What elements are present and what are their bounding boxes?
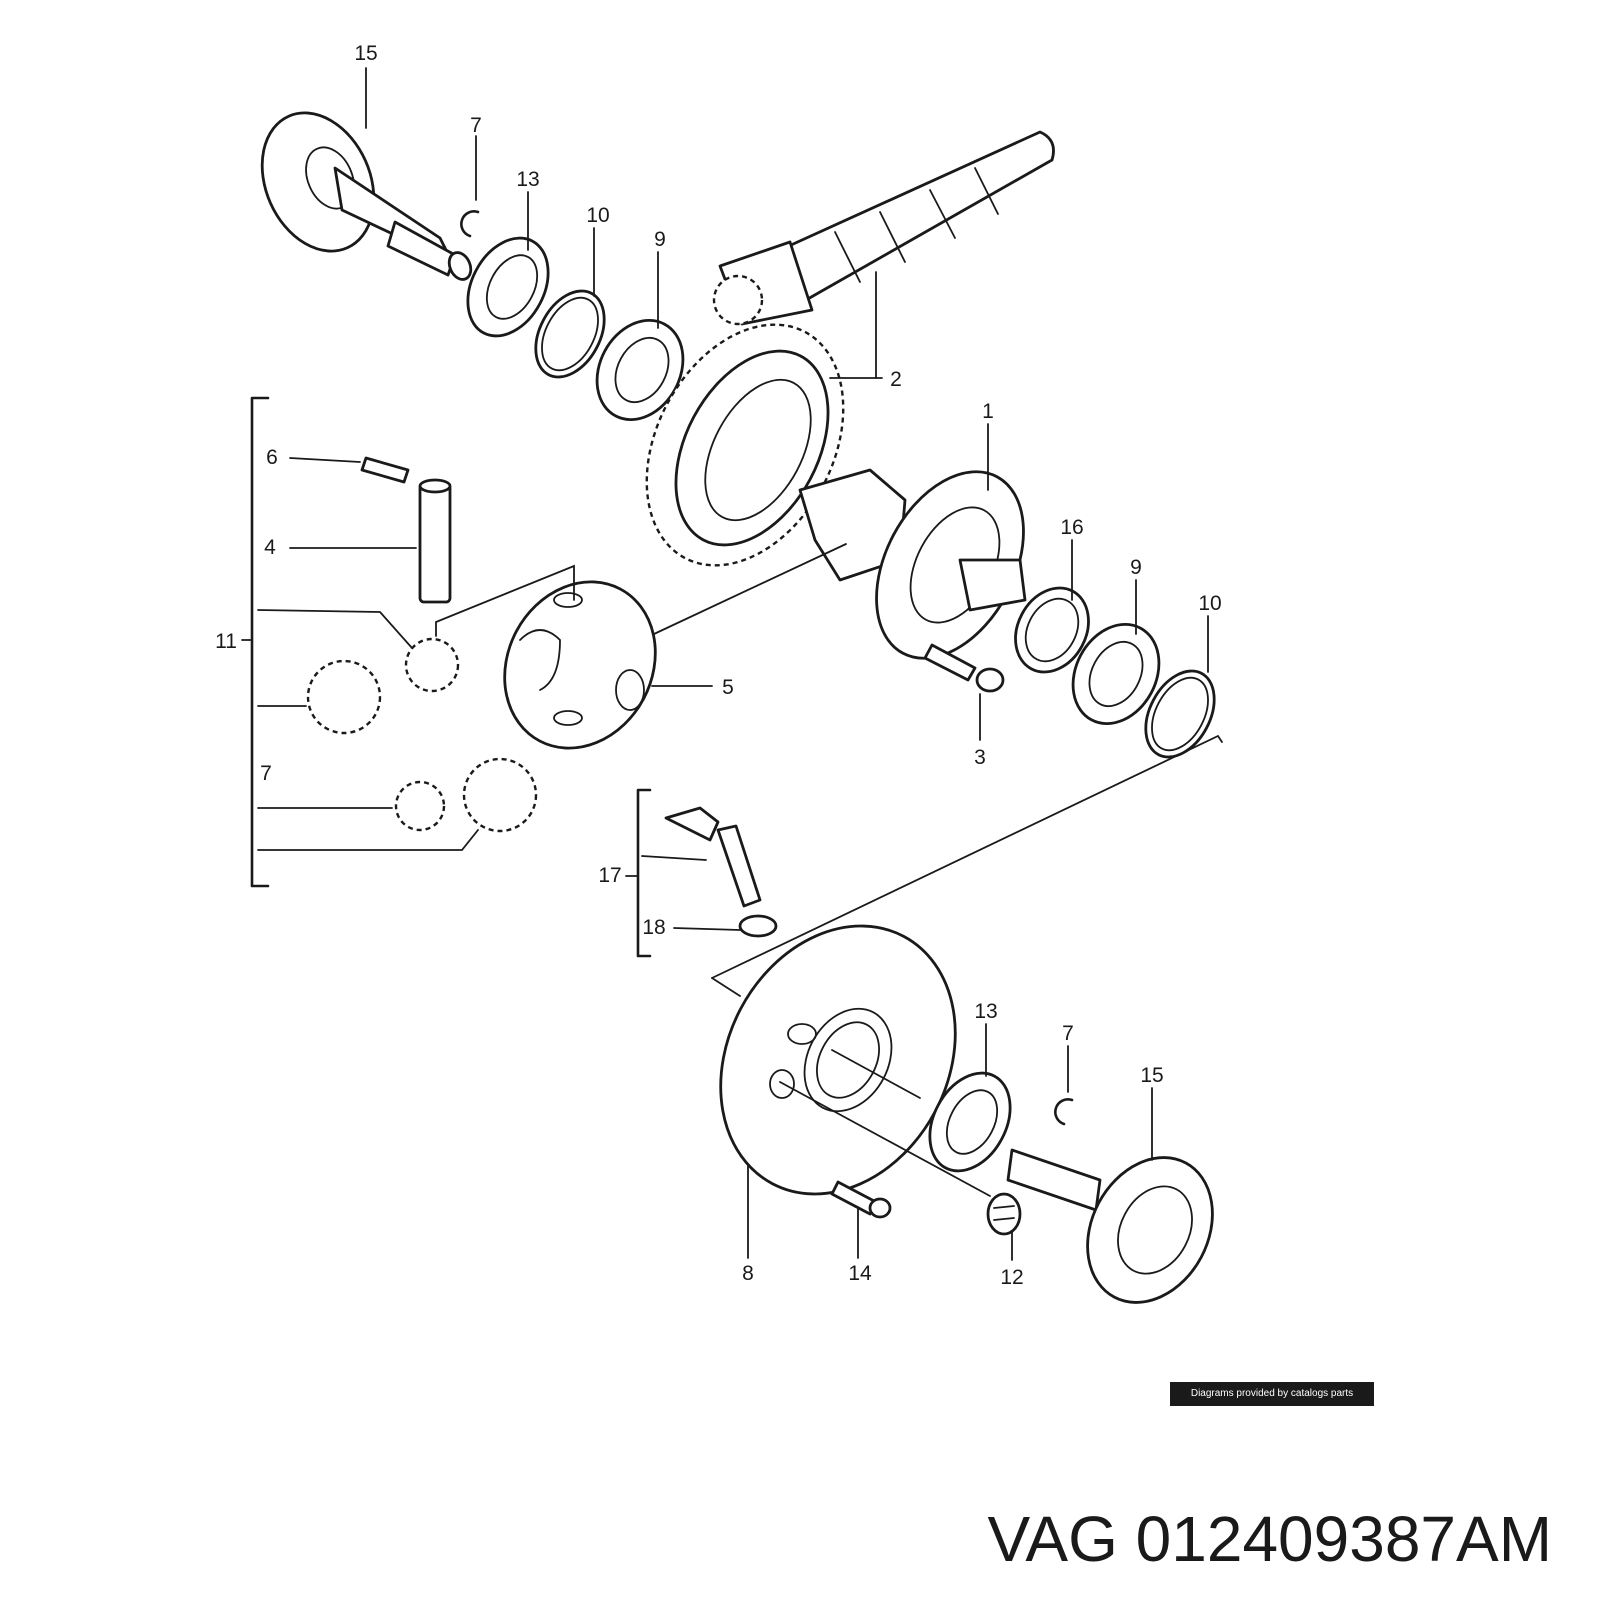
bevel-gear-small-a [404, 637, 460, 693]
shim-ring-right [1144, 669, 1216, 759]
callout-1: 1 [982, 400, 994, 423]
flange-shaft-top [260, 111, 473, 281]
bolt-14 [830, 1180, 892, 1219]
bearing-top [595, 318, 685, 422]
pinion-shaft [712, 130, 1055, 326]
diagram-source-watermark: Diagrams provided by catalogs parts [1170, 1382, 1374, 1406]
callout-7-bottom: 7 [1062, 1022, 1074, 1045]
pin-6 [360, 456, 410, 484]
callout-18: 18 [642, 916, 665, 939]
callout-13-top: 13 [516, 168, 539, 191]
callout-13-bottom: 13 [974, 1000, 997, 1023]
callout-16: 16 [1060, 516, 1083, 539]
ring-16 [1014, 586, 1090, 674]
callout-14: 14 [848, 1262, 872, 1285]
callout-10-top: 10 [586, 204, 609, 227]
callout-5: 5 [722, 676, 734, 699]
bracket-11 [241, 396, 270, 888]
callout-10-right: 10 [1198, 592, 1221, 615]
side-gear-a [306, 659, 382, 735]
callout-9-right: 9 [1130, 556, 1142, 579]
callout-6: 6 [266, 446, 278, 469]
side-gear-b [462, 757, 538, 833]
callout-4: 4 [264, 536, 276, 559]
flange-shaft-bottom [1006, 1148, 1214, 1304]
callout-labels: 15 7 13 10 9 2 1 16 9 10 6 4 11 5 7 3 17… [215, 42, 1222, 1289]
callout-2: 2 [890, 368, 902, 391]
circlip-top [460, 210, 480, 238]
callout-7-top: 7 [470, 114, 482, 137]
speed-sender-17 [664, 806, 762, 908]
leader-lines [257, 67, 1223, 1261]
callout-3: 3 [974, 746, 986, 769]
callout-12: 12 [1000, 1266, 1023, 1289]
callout-17: 17 [598, 864, 621, 887]
part-number-title: VAG 012409387AM [987, 1503, 1552, 1575]
seal-bottom [928, 1071, 1012, 1173]
shim-ring-top [534, 289, 606, 379]
bevel-gear-small-b [394, 780, 446, 832]
bracket-17 [625, 788, 652, 958]
callout-9-top: 9 [654, 228, 666, 251]
seal-top [466, 236, 550, 338]
differential-cage-5 [503, 580, 657, 750]
o-ring-18 [738, 914, 778, 938]
callout-7-left: 7 [260, 762, 272, 785]
circlip-bottom [1054, 1098, 1074, 1126]
callout-15-top: 15 [354, 42, 377, 65]
callout-8: 8 [742, 1262, 754, 1285]
bearing-right [1071, 622, 1161, 726]
callout-15-bottom: 15 [1140, 1064, 1163, 1087]
plug-12 [986, 1192, 1022, 1236]
bolt-3 [923, 643, 1005, 693]
callout-11: 11 [215, 630, 237, 653]
cross-shaft-4 [418, 478, 452, 604]
